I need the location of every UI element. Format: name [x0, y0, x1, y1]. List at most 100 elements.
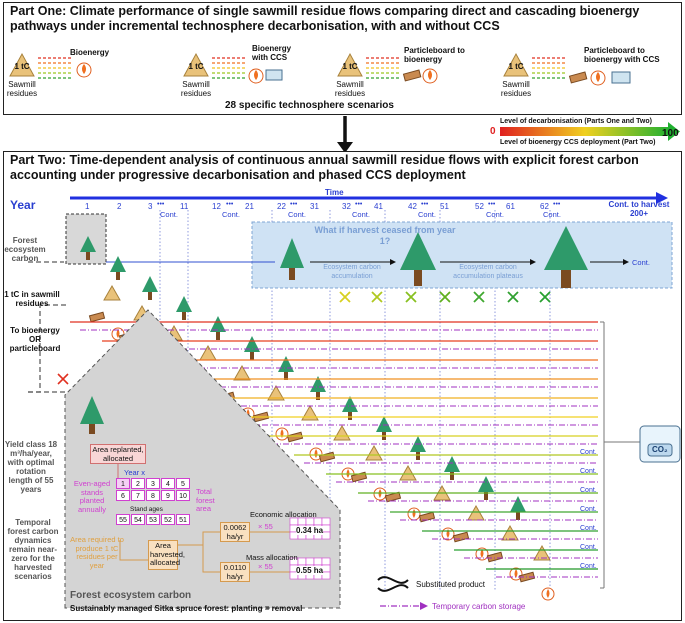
what-if-tree-medium — [400, 232, 436, 286]
cascade-stand — [410, 436, 455, 541]
cont-to-harvest: Cont. to harvest 200+ — [608, 200, 670, 218]
row-cont-label: Cont. — [580, 563, 597, 570]
cascade-stand — [478, 476, 523, 581]
pathway-label-2: Bioenergy with CCS — [252, 44, 292, 62]
inset-mass-total: 0.55 ha — [296, 566, 324, 575]
what-if-accum: Ecosystem carbon accumulation — [323, 264, 381, 280]
pathway-group-2 — [183, 52, 283, 84]
time-label: Time — [325, 188, 344, 197]
part-one-panel — [3, 2, 682, 115]
cascade-stand — [376, 416, 421, 521]
inset-year-x: Year x — [124, 468, 145, 477]
row-cont-label: Cont. — [580, 487, 597, 494]
stand-grid-cell: 10 — [176, 490, 190, 501]
cont-label: Cont. — [418, 210, 436, 219]
year-tick: 61 — [506, 202, 515, 211]
year-dots: ••• — [421, 201, 429, 208]
inset-mass: Mass allocation — [246, 553, 298, 562]
pathway-label-1: Bioenergy — [70, 48, 110, 57]
cascade-stand — [510, 496, 555, 601]
decarb-legend-label: Level of decarbonisation (Parts One and … — [500, 118, 652, 125]
inset-even-aged: Even-aged stands planted annually — [73, 479, 111, 514]
what-if-tree-large — [544, 226, 588, 288]
year-dots: ••• — [488, 201, 496, 208]
stand-grid-cell: 8 — [146, 490, 160, 501]
year-tick: 3 — [148, 202, 153, 211]
year-tick: 1 — [85, 202, 90, 211]
pathway-group-1 — [9, 52, 92, 79]
year-dots: ••• — [355, 201, 363, 208]
substituted-icon — [339, 291, 351, 303]
inset-mass-val: 0.0110 ha/yr — [220, 562, 250, 582]
unit-label-3: 1 tC — [342, 62, 358, 71]
unit-label-4: 1 tC — [508, 62, 524, 71]
substituted-icon — [439, 291, 451, 303]
row-cont-label: Cont. — [580, 506, 597, 513]
inset-times-2: × 55 — [258, 562, 273, 571]
residue-label-4: Sawmill residues — [500, 80, 532, 98]
year-tick: 12 — [212, 202, 221, 211]
cont-label: Cont. — [288, 210, 306, 219]
stand-grid-cell: 51 — [176, 514, 190, 525]
pathway-group-4 — [503, 52, 631, 86]
stand-grid-cell: 54 — [131, 514, 145, 525]
stand-grid-cell: 5 — [176, 478, 190, 489]
year-tick: 32 — [342, 202, 351, 211]
year-label: Year — [10, 198, 36, 212]
stand-grid-cell: 2 — [131, 478, 145, 489]
pathway-group-3 — [337, 52, 438, 84]
row-cont-label: Cont. — [580, 468, 597, 475]
ccs-store-label: CO₂ — [652, 445, 668, 454]
inset-footer: Sustainably managed Sitka spruce forest:… — [70, 604, 303, 613]
year-tick: 22 — [277, 202, 286, 211]
cascade-stand — [444, 456, 489, 561]
legend-max: 100 — [662, 128, 679, 139]
scenario-count: 28 specific technosphere scenarios — [225, 100, 394, 111]
what-if-cont: Cont. — [632, 258, 650, 267]
row-cont-label: Cont. — [580, 544, 597, 551]
inset-times-1: × 55 — [258, 522, 273, 531]
substituted-icon — [371, 291, 383, 303]
cont-label: Cont. — [486, 210, 504, 219]
stand-grid-cell: 7 — [131, 490, 145, 501]
stand-grid-cell: 53 — [146, 514, 160, 525]
unit-label-1: 1 tC — [14, 62, 30, 71]
row-label-yield: Yield class 18 m³/ha/year, with optimal … — [4, 440, 58, 494]
residue-label-1: Sawmill residues — [6, 80, 38, 98]
stand-grid-cell: 55 — [116, 514, 130, 525]
residue-label-3: Sawmill residues — [334, 80, 366, 98]
pathway-label-4: Particleboard to bioenergy with CCS — [584, 46, 660, 64]
year-dots: ••• — [553, 201, 561, 208]
stand-grid-cell: 6 — [116, 490, 130, 501]
substituted-icon — [405, 291, 417, 303]
cascade-stand — [310, 376, 355, 481]
ccs-legend-label: Level of bioenergy CCS deployment (Part … — [500, 139, 656, 146]
year-tick: 11 — [180, 202, 189, 211]
inset-area-replanted: Area replanted, allocated — [90, 444, 146, 464]
row-label-forest: Forest ecosystem carbon — [4, 236, 46, 263]
stand-grid-cell: 52 — [161, 514, 175, 525]
legend-min: 0 — [490, 126, 496, 137]
stand-grid-cell: 3 — [146, 478, 160, 489]
year-tick: 41 — [374, 202, 383, 211]
year-dots: ••• — [290, 201, 298, 208]
inset-title: Forest ecosystem carbon — [70, 590, 192, 601]
part-one-title: Part One: Climate performance of single … — [10, 4, 640, 33]
what-if-question: What if harvest ceased from year 1? — [314, 225, 456, 246]
year-dots: ••• — [226, 201, 234, 208]
stand-grid-cell: 1 — [116, 478, 130, 489]
row-label-residue: 1 tC in sawmill residues — [4, 290, 60, 308]
year-tick: 62 — [540, 202, 549, 211]
year-tick: 42 — [408, 202, 417, 211]
cascade-stand — [342, 396, 387, 501]
inset-econ-val: 0.0062 ha/yr — [220, 522, 250, 542]
year-tick: 51 — [440, 202, 449, 211]
legend-temporary: Temporary carbon storage — [432, 602, 526, 611]
unit-label-2: 1 tC — [188, 62, 204, 71]
cont-label: Cont. — [352, 210, 370, 219]
row-cont-label: Cont. — [580, 449, 597, 456]
stand-grid-cell: 4 — [161, 478, 175, 489]
what-if-plateau: Ecosystem carbon accumulation plateaus — [453, 264, 523, 280]
year-dots: ••• — [157, 201, 165, 208]
